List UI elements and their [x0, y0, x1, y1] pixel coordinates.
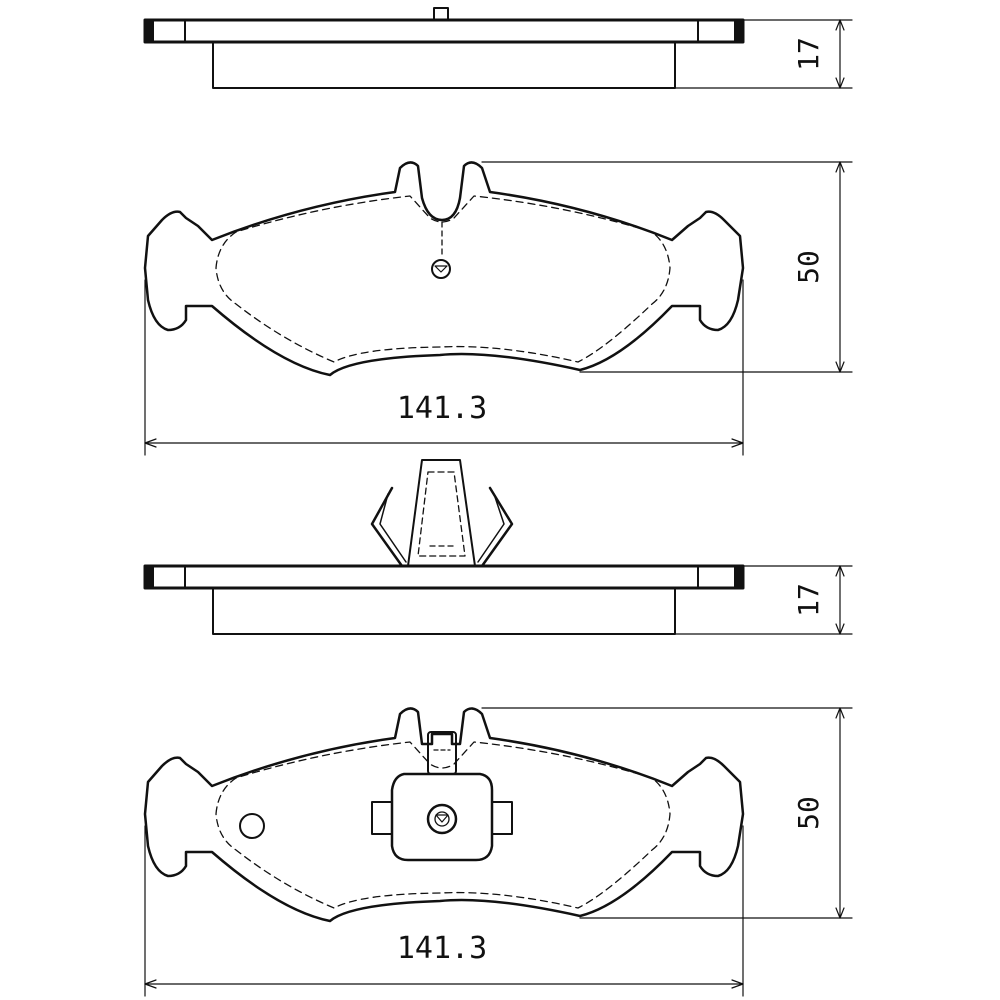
width-label: 141.3	[397, 391, 487, 426]
clip-plate	[390, 772, 494, 862]
plate-end-right	[734, 565, 744, 589]
sensor-nub	[433, 7, 449, 21]
pad-outline	[143, 161, 745, 377]
width-label: 141.3	[397, 931, 487, 966]
friction-outline-dashed	[215, 195, 671, 363]
friction-material	[212, 587, 676, 635]
spring-right-inner	[477, 493, 505, 563]
height-dimension	[481, 707, 853, 919]
thickness-dimension	[674, 565, 853, 635]
plate-end-left	[144, 19, 154, 43]
back-view-bottom: 50 141.3	[143, 707, 853, 997]
width-dimension	[144, 825, 744, 997]
clip-rivet-inner	[434, 811, 450, 827]
locating-hole	[239, 813, 265, 839]
spring-right	[480, 486, 514, 568]
side-view-with-clip: 17	[143, 459, 853, 635]
friction-material	[212, 41, 676, 89]
backing-plate	[143, 564, 745, 590]
spring-left	[370, 486, 404, 568]
thickness-dimension	[674, 19, 853, 89]
clip-rivet	[426, 803, 458, 835]
sensor-hole	[431, 259, 451, 279]
front-view-top: 50 141.3	[143, 161, 853, 456]
friction-outline-dashed	[215, 741, 671, 909]
retaining-clip-inner	[417, 471, 466, 557]
pad-outline	[143, 707, 745, 923]
sensor-hole-mark	[434, 265, 448, 273]
side-view-top: 17	[143, 7, 853, 89]
thickness-label: 17	[792, 37, 825, 71]
spring-left-inner	[379, 493, 407, 563]
clip-rivet-mark	[435, 814, 449, 823]
height-label: 50	[792, 796, 825, 830]
thickness-label: 17	[792, 583, 825, 617]
backing-plate	[143, 18, 745, 44]
clip-tab-right	[491, 801, 513, 835]
height-label: 50	[792, 250, 825, 284]
width-dimension	[144, 279, 744, 456]
plate-end-left	[144, 565, 154, 589]
height-dimension	[481, 161, 853, 373]
clip-tab-left	[371, 801, 393, 835]
plate-end-right	[734, 19, 744, 43]
